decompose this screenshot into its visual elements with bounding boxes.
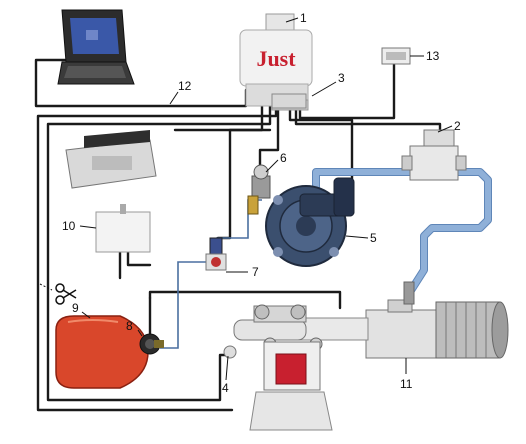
brand-logo: Just <box>256 46 296 71</box>
callout-3: 3 <box>338 71 345 85</box>
laptop-icon <box>58 10 134 84</box>
injector-rail-6 <box>248 165 270 214</box>
callout-10: 10 <box>62 219 76 233</box>
callout-2: 2 <box>454 119 461 133</box>
air-intake-11 <box>366 282 508 358</box>
intake-pipe <box>296 318 368 340</box>
tank-multivalve-8 <box>140 334 164 354</box>
wiring-connector-3 <box>272 94 306 108</box>
callout-13: 13 <box>426 49 440 63</box>
callout-12: 12 <box>178 79 192 93</box>
callout-4: 4 <box>222 381 229 395</box>
callout-11: 11 <box>400 377 413 391</box>
callout-7: 7 <box>252 265 259 279</box>
callout-6: 6 <box>280 151 287 165</box>
emulator-box-10 <box>96 204 150 252</box>
map-sensor-2 <box>402 130 466 180</box>
scissors-icon <box>40 284 76 304</box>
petrol-ecu <box>66 130 156 188</box>
callout-1: 1 <box>300 11 307 25</box>
lpg-tank-9 <box>56 316 148 388</box>
callout-8: 8 <box>126 319 133 333</box>
callout-5: 5 <box>370 231 377 245</box>
solenoid-valve-7 <box>206 238 226 270</box>
reducer-vaporizer-5 <box>266 178 354 266</box>
switch-display-13 <box>382 48 410 64</box>
callout-9: 9 <box>72 301 79 315</box>
